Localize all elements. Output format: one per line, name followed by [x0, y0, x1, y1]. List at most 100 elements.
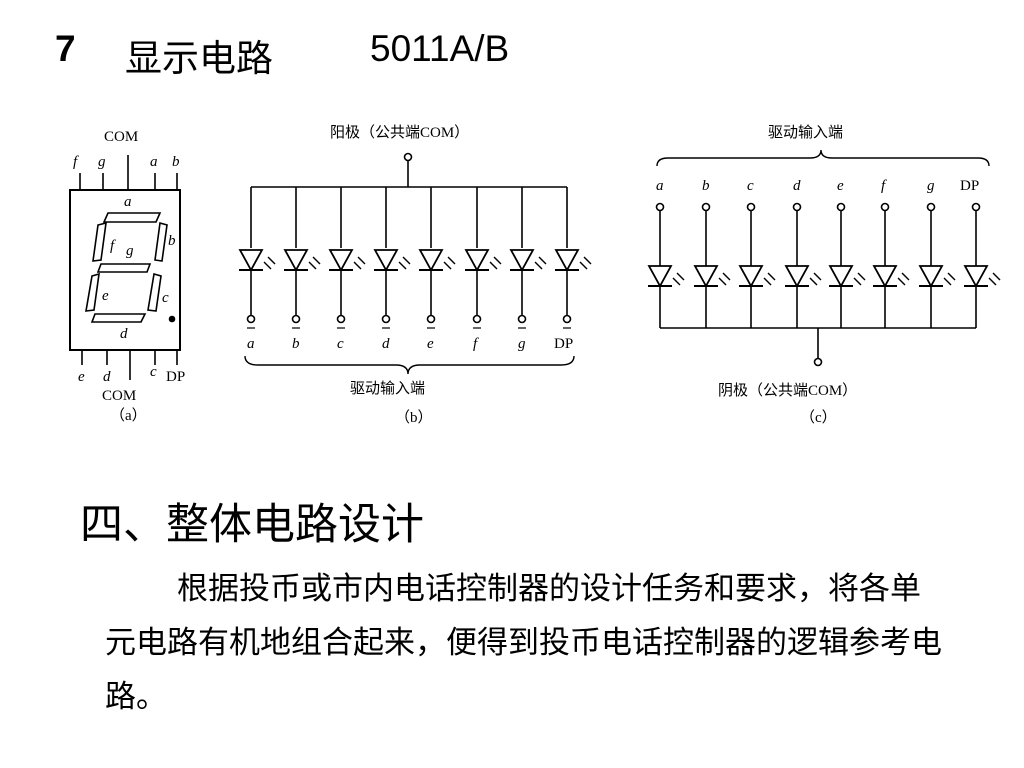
pin-label-g: g [98, 154, 106, 170]
diode-triangle [328, 249, 354, 272]
input-label-b: b [292, 336, 300, 352]
light-arrow [493, 256, 502, 265]
input-label-a: a [656, 178, 664, 194]
segment-label-d: d [120, 326, 128, 342]
light-arrow [312, 256, 321, 265]
diode-triangle [464, 249, 490, 272]
led-diode-2 [328, 249, 366, 272]
drive-brace [656, 149, 990, 167]
segment-label-a: a [124, 194, 132, 210]
diode-triangle [647, 265, 673, 288]
pin-label-f: f [73, 154, 79, 170]
input-label-a: a [247, 336, 255, 352]
segment-d [90, 313, 147, 323]
input-terminal [472, 314, 482, 324]
input-label-d: d [382, 336, 390, 352]
panel-b-caption: （b） [395, 409, 433, 426]
light-arrow [357, 256, 366, 265]
diode-triangle [918, 265, 944, 288]
led-diode-0 [647, 265, 685, 288]
light-arrow [579, 261, 588, 270]
led-diode-5 [872, 265, 910, 288]
panel-a-caption: （a） [110, 407, 147, 424]
diode-triangle [872, 265, 898, 288]
input-terminal [562, 314, 572, 324]
panel-a-com-top-label: COM [104, 129, 138, 145]
light-arrow [308, 261, 317, 270]
diode-triangle [509, 249, 535, 272]
input-label-g: g [518, 336, 526, 352]
segment-e [85, 272, 100, 312]
led-diode-0 [238, 249, 276, 272]
segment-label-c: c [162, 290, 169, 306]
light-arrow [809, 277, 818, 286]
input-terminal [381, 314, 391, 324]
led-diode-1 [283, 249, 321, 272]
light-arrow [992, 272, 1001, 281]
light-arrow [398, 261, 407, 270]
input-terminal [880, 202, 890, 212]
light-arrow [263, 261, 272, 270]
led-diode-4 [828, 265, 866, 288]
body-paragraph: 根据投币或市内电话控制器的设计任务和要求，将各单元电路有机地组合起来，便得到投币… [105, 571, 942, 715]
input-terminal [792, 202, 802, 212]
pin-label-b: b [172, 154, 180, 170]
pin-label-e: e [78, 369, 85, 385]
light-arrow [402, 256, 411, 265]
input-label-e: e [427, 336, 434, 352]
input-label-f: f [473, 336, 479, 352]
segment-label-b: b [168, 233, 176, 249]
diode-triangle [373, 249, 399, 272]
segment-label-f: f [110, 238, 116, 254]
diode-triangle [418, 249, 444, 272]
light-arrow [853, 277, 862, 286]
light-arrow [443, 261, 452, 270]
led-diode-7 [963, 265, 1001, 288]
diode-triangle [238, 249, 264, 272]
input-label-dp: DP [554, 336, 573, 352]
pin-label-c: c [150, 364, 157, 380]
diode-triangle [738, 265, 764, 288]
diode-triangle [693, 265, 719, 288]
panel-c-caption: （c） [800, 409, 837, 426]
input-terminal [971, 202, 981, 212]
input-terminal [291, 314, 301, 324]
panel-b-common-label: 阳极（公共端COM） [330, 124, 469, 141]
light-arrow [672, 277, 681, 286]
common-cathode-terminal [813, 357, 823, 367]
light-arrow [767, 272, 776, 281]
panel-c-drive-label: 驱动输入端 [768, 124, 843, 141]
light-arrow [718, 277, 727, 286]
title-number: 7 [55, 28, 76, 69]
pin-label-a: a [150, 154, 158, 170]
decimal-point [168, 315, 176, 323]
drive-brace [244, 355, 575, 375]
title-model: 5011A/B [370, 28, 510, 69]
light-arrow [534, 261, 543, 270]
led-diode-2 [738, 265, 776, 288]
input-label-d: d [793, 178, 801, 194]
pin-label-d: d [103, 369, 111, 385]
segment-label-e: e [102, 288, 109, 304]
light-arrow [267, 256, 276, 265]
led-diode-3 [784, 265, 822, 288]
input-label-g: g [927, 178, 935, 194]
diode-triangle [283, 249, 309, 272]
segment-g [96, 263, 152, 273]
input-terminal [246, 314, 256, 324]
led-diode-3 [373, 249, 411, 272]
seven-segment-figure: COM f g a b a f g b e c d e d c DP COM （… [69, 124, 1001, 426]
input-label-f: f [881, 178, 887, 194]
light-arrow [538, 256, 547, 265]
segment-b [154, 221, 168, 262]
led-diode-5 [464, 249, 502, 272]
panel-c-common-label: 阴极（公共端COM） [718, 382, 857, 399]
section-heading: 四、整体电路设计 [80, 500, 424, 550]
light-arrow [722, 272, 731, 281]
light-arrow [353, 261, 362, 270]
input-terminal [926, 202, 936, 212]
light-arrow [676, 272, 685, 281]
panel-b-drive-label: 驱动输入端 [350, 380, 425, 397]
segment-label-g: g [126, 243, 134, 259]
